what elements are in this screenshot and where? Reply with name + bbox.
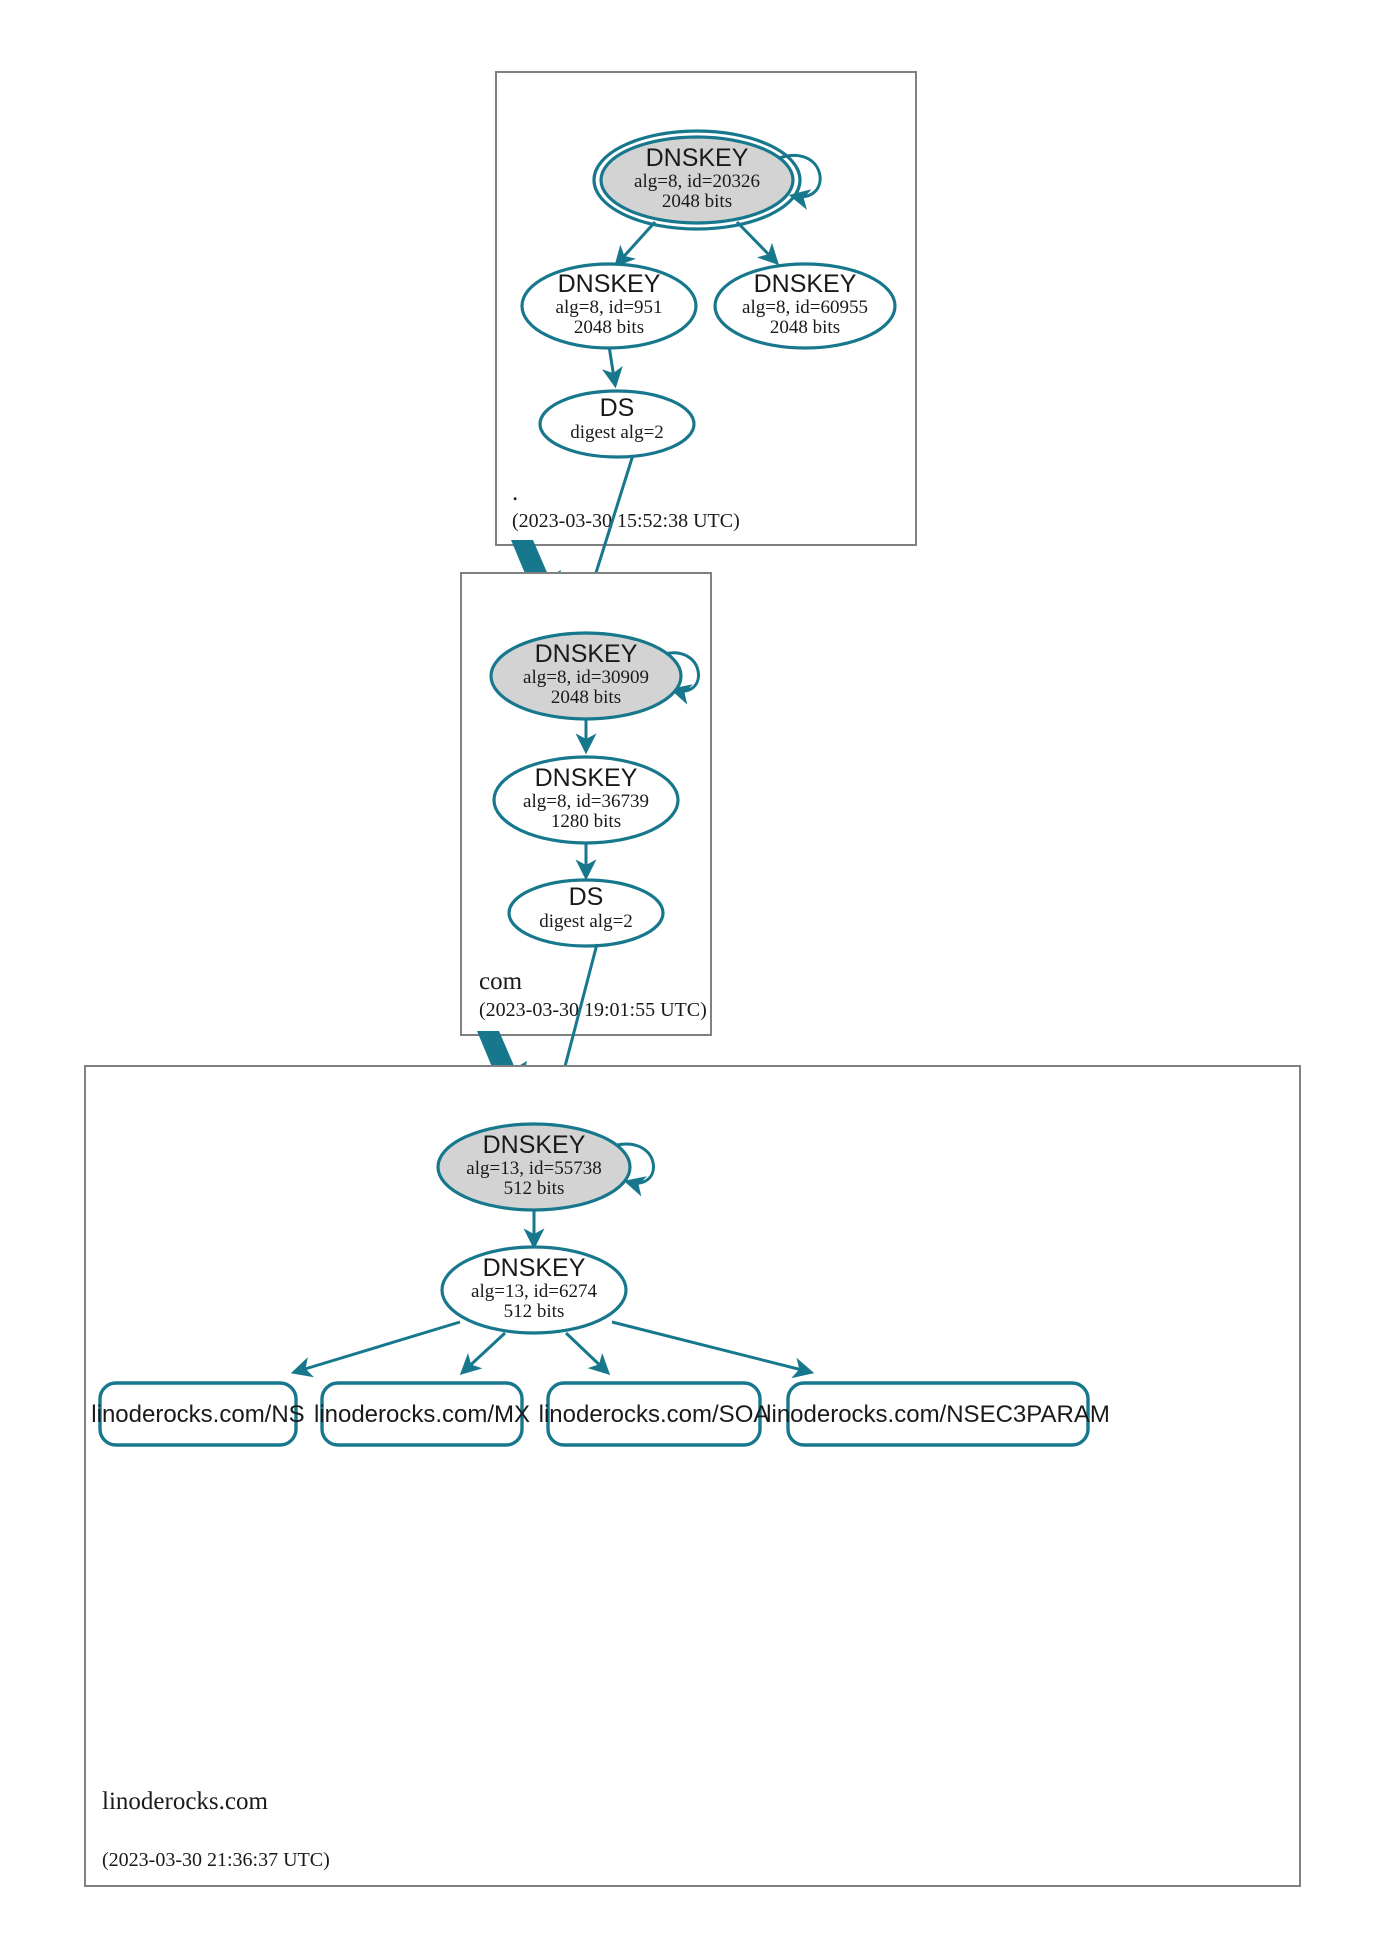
edge-lr-ksk-self-sign (616, 1142, 655, 1197)
node-com-zsk-params: alg=8, id=36739 (523, 791, 649, 812)
zone-timestamp-linoderocks: (2023-03-30 21:36:37 UTC) (102, 1849, 330, 1871)
node-com-ksk[interactable] (489, 631, 683, 721)
rrset-box-soa[interactable] (546, 1381, 762, 1447)
node-root-ds-params: digest alg=2 (570, 422, 664, 443)
node-root-ksk[interactable] (599, 135, 795, 225)
node-com-ds-params: digest alg=2 (539, 911, 633, 932)
node-root-zsk-951[interactable] (520, 262, 698, 350)
node-lr-ksk-params: alg=13, id=55738 (466, 1158, 601, 1179)
node-root-ksk-params: alg=8, id=20326 (634, 171, 760, 192)
edge-root-zsk951-to-ds (602, 345, 623, 389)
rrset-box-nsec3param[interactable] (786, 1381, 1090, 1447)
node-lr-ksk-size: 512 bits (504, 1178, 565, 1199)
node-root-zsk-60955[interactable] (713, 262, 897, 350)
zone-label-linoderocks: linoderocks.com (102, 1788, 268, 1815)
node-lr-zsk-title: DNSKEY (483, 1254, 586, 1282)
node-lr-zsk-params: alg=13, id=6274 (471, 1281, 597, 1302)
node-root-zsk-60955-params: alg=8, id=60955 (742, 297, 868, 318)
rrset-label-ns: linoderocks.com/NS (91, 1401, 304, 1428)
node-lr-zsk-size: 512 bits (504, 1301, 565, 1322)
node-root-zsk-60955-title: DNSKEY (754, 270, 857, 298)
node-root-zsk-951-title: DNSKEY (558, 270, 661, 298)
node-root-ds-title: DS (600, 394, 635, 422)
edge-root-ksk-to-zsk60955 (735, 220, 780, 266)
node-root-ds[interactable] (538, 389, 696, 459)
trust-anchor-ring (592, 129, 802, 231)
node-root-ksk-title: DNSKEY (646, 144, 749, 172)
rrset-label-soa: linoderocks.com/SOA (539, 1401, 770, 1428)
zone-label-com: com (479, 968, 523, 995)
rrset-label-nsec3param: linoderocks.com/NSEC3PARAM (766, 1401, 1110, 1428)
edge-lr-zsk-to-mx (459, 1331, 507, 1375)
edge-com-ksk-self-sign (663, 651, 700, 705)
node-com-ds-title: DS (569, 883, 604, 911)
rrset-box-mx[interactable] (320, 1381, 524, 1447)
zone-label-root: . (512, 479, 518, 506)
zone-timestamp-root: (2023-03-30 15:52:38 UTC) (512, 510, 740, 532)
node-com-ds[interactable] (507, 878, 665, 948)
node-lr-ksk[interactable] (436, 1122, 632, 1212)
edge-lr-zsk-to-ns (290, 1320, 461, 1378)
node-com-zsk[interactable] (492, 755, 680, 845)
edge-root-ksk-self-sign (778, 154, 822, 210)
node-lr-zsk[interactable] (440, 1245, 628, 1335)
zone-timestamp-com: (2023-03-30 19:01:55 UTC) (479, 999, 707, 1021)
node-com-ksk-size: 2048 bits (551, 687, 621, 708)
node-root-ksk-size: 2048 bits (662, 191, 732, 212)
zone-box-linoderocks (84, 1065, 1301, 1887)
rrset-label-mx: linoderocks.com/MX (314, 1401, 530, 1428)
edge-lr-zsk-to-soa (564, 1331, 611, 1376)
node-root-zsk-951-params: alg=8, id=951 (556, 297, 663, 318)
node-com-ksk-params: alg=8, id=30909 (523, 667, 649, 688)
node-root-zsk-60955-size: 2048 bits (770, 317, 840, 338)
edge-lr-zsk-to-nsec3param (611, 1320, 815, 1379)
node-com-zsk-size: 1280 bits (551, 811, 621, 832)
edge-root-ksk-to-zsk951 (614, 220, 657, 268)
rrset-box-ns[interactable] (98, 1381, 298, 1447)
node-com-ksk-title: DNSKEY (535, 640, 638, 668)
node-root-zsk-951-size: 2048 bits (574, 317, 644, 338)
node-lr-ksk-title: DNSKEY (483, 1131, 586, 1159)
node-com-zsk-title: DNSKEY (535, 764, 638, 792)
